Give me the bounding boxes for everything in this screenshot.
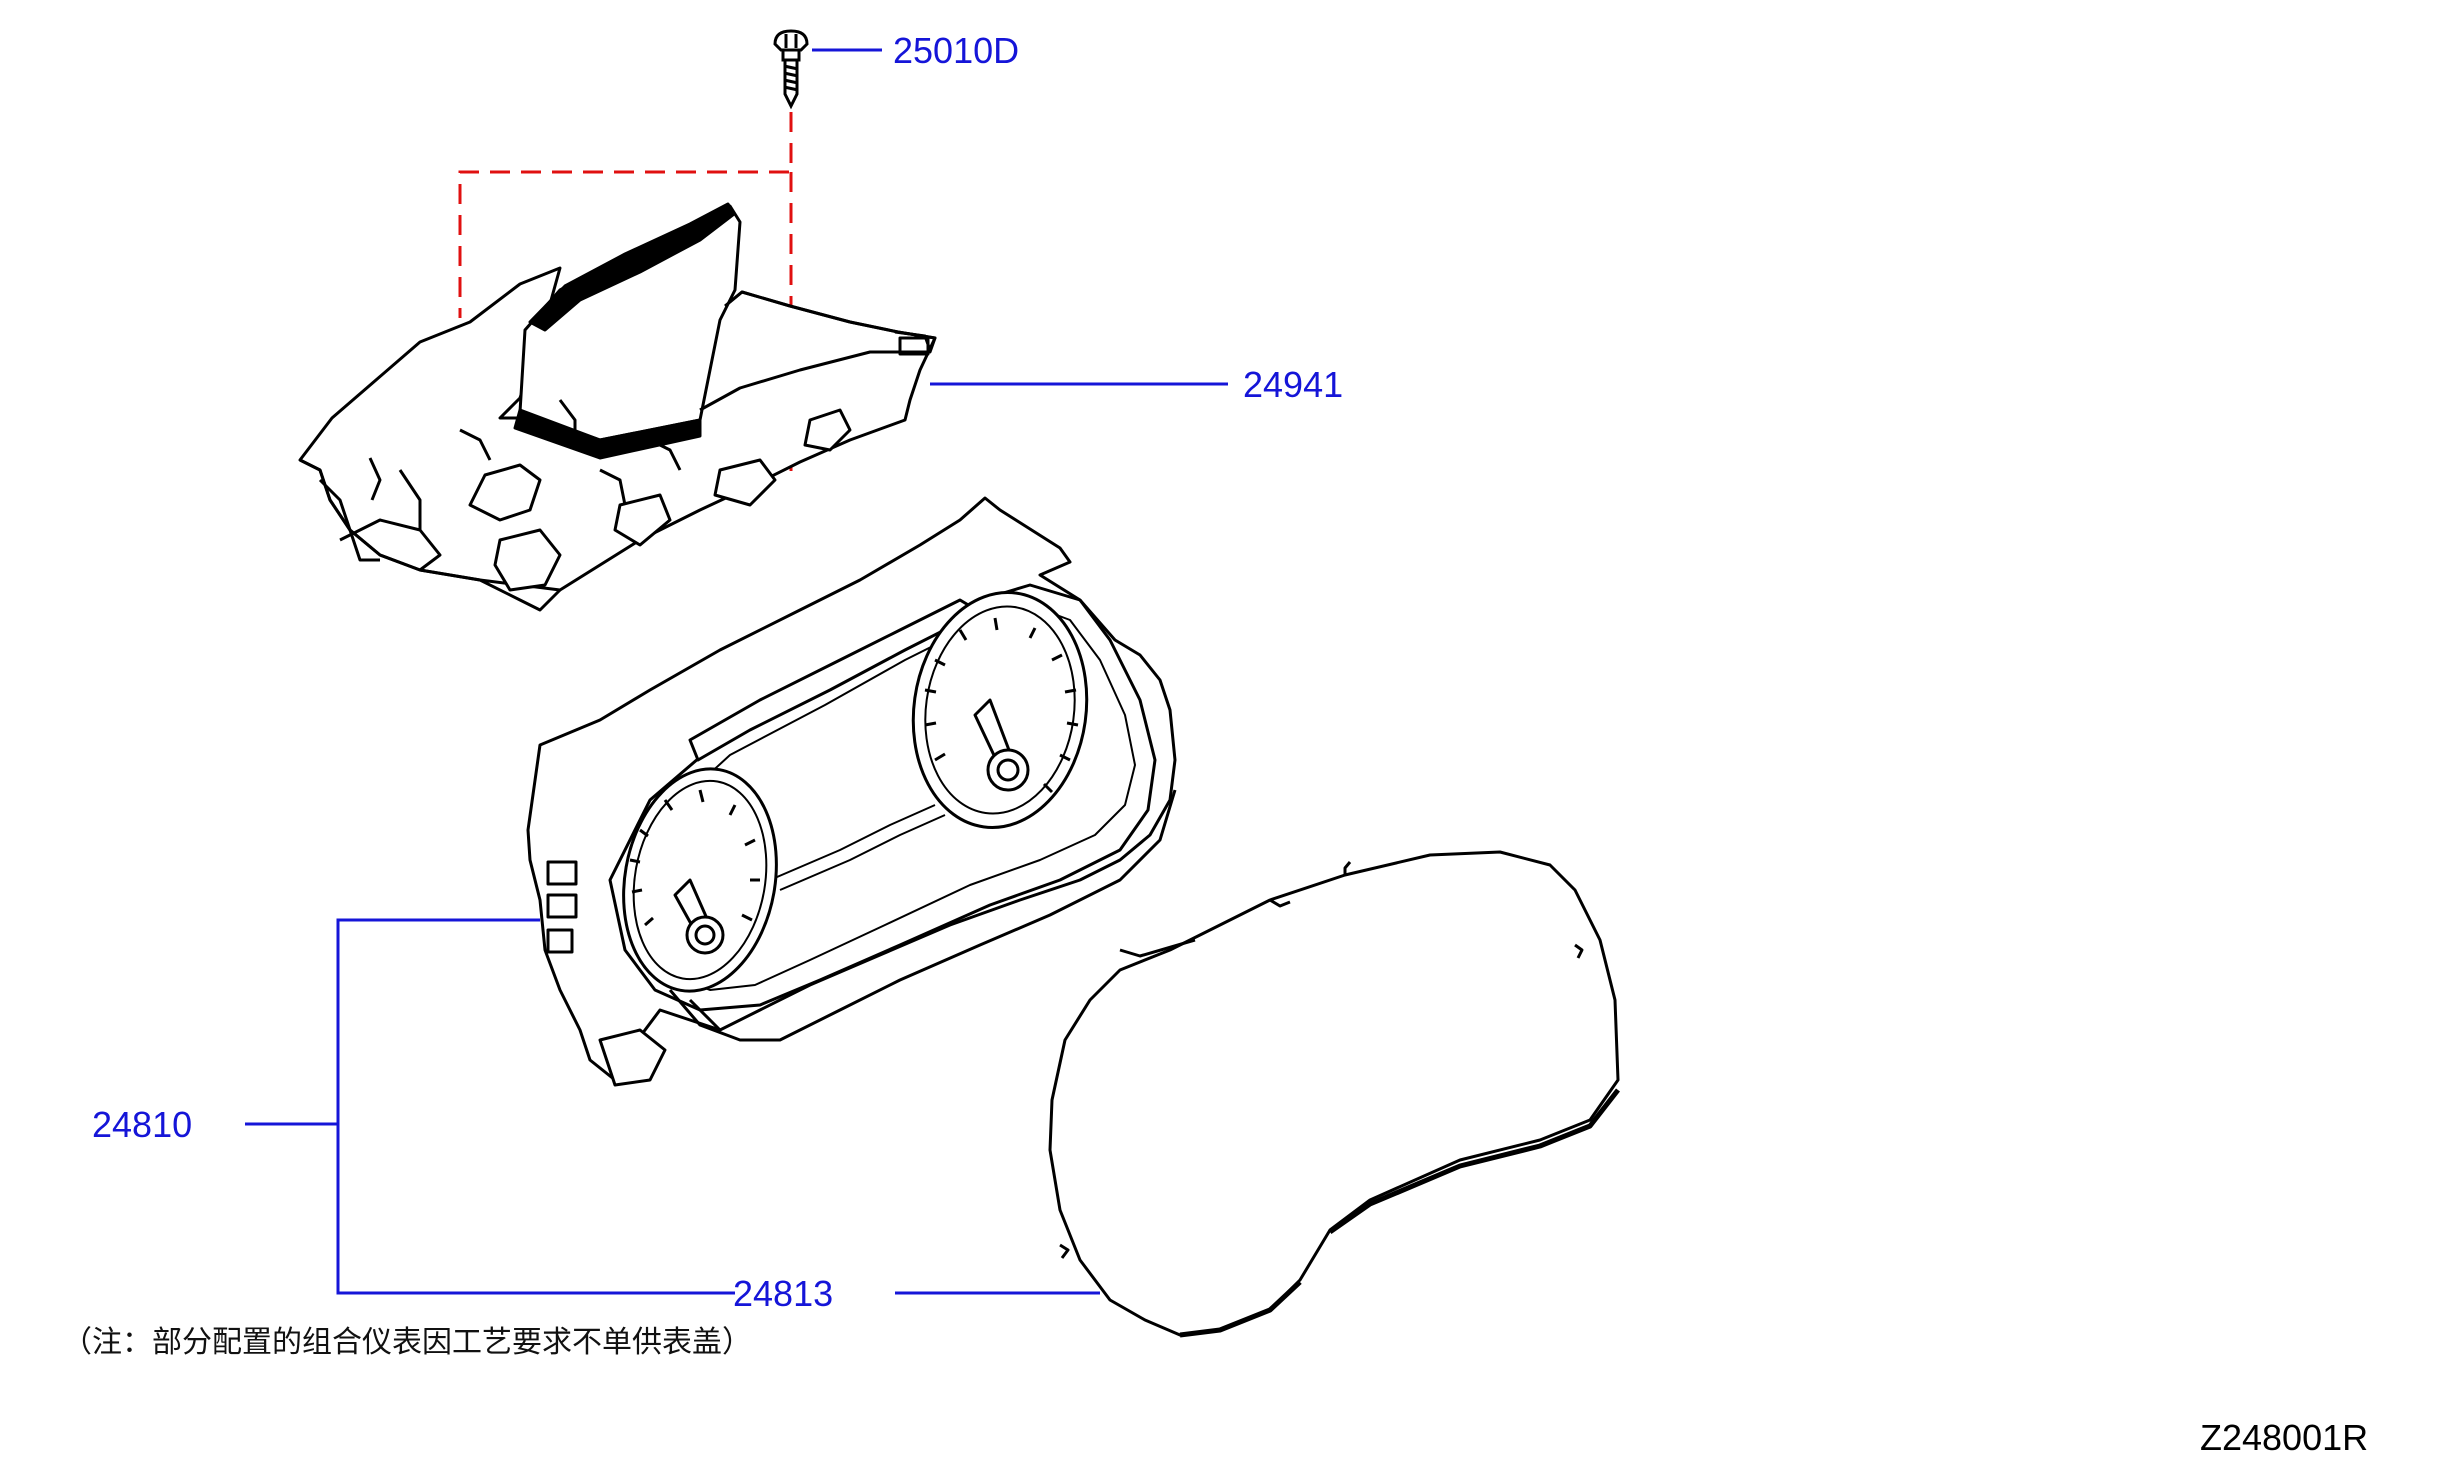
callout-25010D[interactable]: 25010D [893,30,1020,71]
cluster-cover-part [1048,850,1620,1338]
instrument-cluster-part [526,496,1177,1087]
callout-24810[interactable]: 24810 [92,1104,193,1145]
figure-id: Z248001R [2200,1417,2369,1458]
screw-part [773,29,809,110]
callout-24941[interactable]: 24941 [1243,364,1344,405]
leader-line-cluster [245,918,735,1295]
gauge-ticks [629,617,1079,927]
callout-24813[interactable]: 24813 [733,1273,834,1314]
footnote-text: （注：部分配置的组合仪表因工艺要求不单供表盖） [62,1325,752,1360]
display-unit-part [298,202,937,612]
